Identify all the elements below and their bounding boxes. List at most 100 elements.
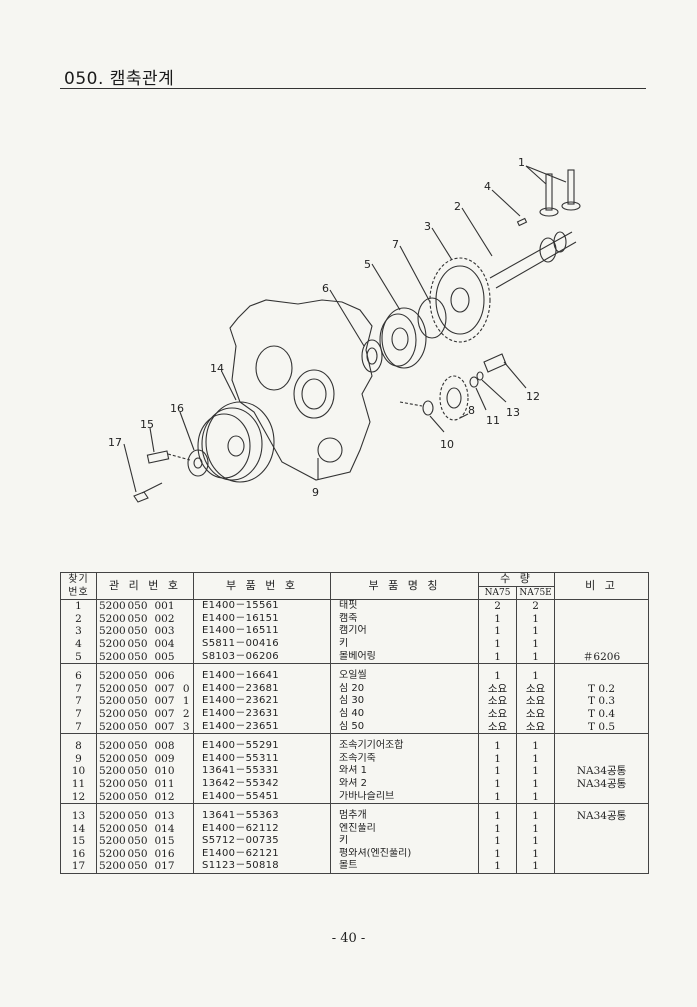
callout-4: 4: [484, 180, 491, 193]
cell-s: [179, 803, 195, 823]
cell-name: 키: [330, 637, 480, 651]
cell-rem: T 0.2: [588, 682, 616, 695]
cam-gear: [429, 257, 491, 343]
cell-name: 오일씰: [330, 663, 480, 683]
cell-name: 캠축: [330, 612, 480, 626]
cell-pn: E1400－23631: [193, 707, 332, 721]
cell-pn: S5811－00416: [193, 637, 332, 651]
cell-q2: 1: [516, 803, 556, 823]
cell-pn: E1400－23651: [193, 720, 332, 735]
cell-b: 050: [127, 810, 148, 823]
cell-name: 멈추개: [330, 803, 480, 823]
cell-s: [179, 599, 195, 613]
cell-s: 1: [179, 695, 195, 708]
cell-q2: 1: [516, 625, 556, 638]
cell-q1: 1: [478, 777, 518, 791]
cell-q2: 1: [516, 847, 556, 861]
cell-q1: 1: [478, 663, 518, 683]
cell-pn: 13642－55342: [193, 777, 332, 791]
cell-q1: 소요: [478, 720, 518, 735]
cell-pn: E1400－55291: [193, 733, 332, 753]
header-find-no: 찾기 번호: [60, 571, 97, 601]
header-part-no: 부 품 번 호: [193, 571, 332, 601]
cell-rem: [554, 860, 649, 875]
callout-11: 11: [486, 414, 500, 427]
cell-b: 050: [127, 637, 148, 650]
cell-pn: E1400－23681: [193, 682, 332, 696]
cell-c: 005: [152, 650, 180, 665]
cell-q1: 1: [478, 847, 518, 861]
cell-a: 5200: [96, 790, 126, 805]
cell-c: 001: [154, 600, 175, 613]
cell-no: 7: [60, 720, 97, 735]
cell-a: 5200: [99, 695, 126, 708]
header-mgmt-no: 관 리 번 호: [95, 571, 195, 601]
cell-c: 007: [154, 707, 175, 720]
cell-name: 가바나슬리브: [330, 790, 480, 805]
cell-s: [179, 733, 195, 753]
cell-pn: E1400－16151: [193, 612, 332, 626]
cell-q1: 1: [478, 803, 518, 823]
cam-key: [516, 217, 528, 227]
cell-no: 16: [60, 847, 97, 861]
cell-b: 050: [127, 752, 148, 765]
cell-no: 4: [60, 637, 97, 651]
tappets: [539, 169, 581, 217]
cell-no: 7: [60, 707, 97, 721]
cell-a: 5200: [99, 777, 126, 790]
cell-s: 2: [179, 707, 195, 721]
cell-s: [179, 765, 195, 778]
cell-b: 050: [127, 847, 148, 860]
cell-c: 007: [152, 720, 180, 735]
cell-s: [179, 822, 195, 836]
cell-q1: 소요: [478, 682, 518, 696]
cell-rem: [555, 638, 649, 651]
cell-s: [179, 860, 195, 875]
governor-sleeve: [483, 353, 507, 373]
callout-1: 1: [518, 156, 525, 169]
header-part-name: 부 품 명 칭: [330, 571, 480, 601]
stopper: [476, 371, 484, 381]
cell-q2: 1: [516, 790, 556, 805]
page-title: 050. 캠축관계: [64, 69, 175, 89]
cell-no: 8: [60, 733, 97, 753]
cell-no: 11: [60, 777, 97, 791]
cell-no: 17: [60, 860, 97, 875]
cell-name: 와셔 2: [330, 777, 480, 791]
cell-b: 050: [127, 612, 148, 625]
parts-list-table: 찾기 번호 관 리 번 호 부 품 번 호 부 품 명 칭 수 량 비 고 NA…: [60, 571, 650, 875]
cell-b: 050: [127, 740, 148, 753]
callout-6: 6: [322, 282, 329, 295]
cell-rem: [555, 848, 649, 861]
callout-14: 14: [210, 362, 224, 375]
cell-a: 5200: [96, 720, 126, 735]
cell-c: 015: [154, 835, 175, 848]
cell-q2: 1: [516, 637, 556, 651]
cell-q2: 2: [516, 599, 556, 613]
cell-q1: 1: [478, 822, 518, 836]
cell-c: 007: [154, 682, 175, 695]
cell-rem: [555, 823, 649, 836]
cell-pn: S8103－06206: [193, 650, 332, 665]
cell-b: 050: [125, 790, 153, 805]
pulley-key: [146, 450, 170, 464]
cell-c: 007: [154, 695, 175, 708]
cell-rem: NA34공통: [576, 765, 627, 778]
cell-rem: [555, 753, 649, 766]
cell-s: [179, 847, 195, 861]
cell-q1: 소요: [478, 695, 518, 708]
cell-b: 050: [127, 707, 148, 720]
cell-c: 002: [154, 612, 175, 625]
cell-c: 004: [154, 637, 175, 650]
cell-pn: E1400－55451: [193, 790, 332, 805]
cell-q2: 1: [516, 822, 556, 836]
